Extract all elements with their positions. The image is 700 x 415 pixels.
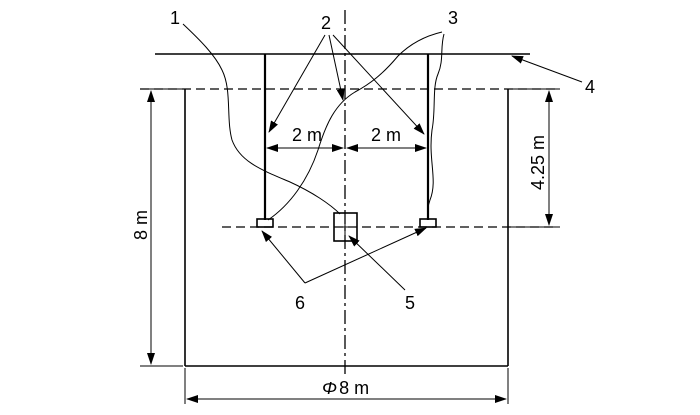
callout-4-label: 4 [585, 77, 595, 97]
diameter-value: 8 m [339, 378, 369, 398]
callout-4-leader [511, 55, 583, 83]
callout-6-leaders [261, 227, 427, 284]
hanging-cables [263, 54, 430, 220]
callout-5-leader [348, 235, 406, 291]
callout-6-label: 6 [295, 293, 305, 313]
callout-5-label: 5 [405, 293, 415, 313]
callout-1-label: 1 [170, 8, 180, 28]
depth-dimension [510, 88, 560, 228]
diameter-symbol: Φ [322, 378, 337, 398]
right-spacing-label: 2 m [371, 125, 401, 145]
diameter-dimension [184, 368, 509, 404]
callout-3-cable-right [427, 33, 445, 220]
callout-1-cable [182, 23, 341, 215]
height-label: 8 m [131, 210, 151, 240]
callout-3-label: 3 [448, 8, 458, 28]
callout-2-leaders [268, 34, 425, 135]
left-sensor [256, 218, 274, 228]
callout-3-cable-left [267, 31, 443, 221]
depth-label: 4.25 m [528, 135, 548, 190]
left-spacing-label: 2 m [292, 125, 322, 145]
right-sensor [419, 218, 437, 228]
height-dimension [140, 88, 183, 367]
callout-2-label: 2 [321, 13, 331, 33]
